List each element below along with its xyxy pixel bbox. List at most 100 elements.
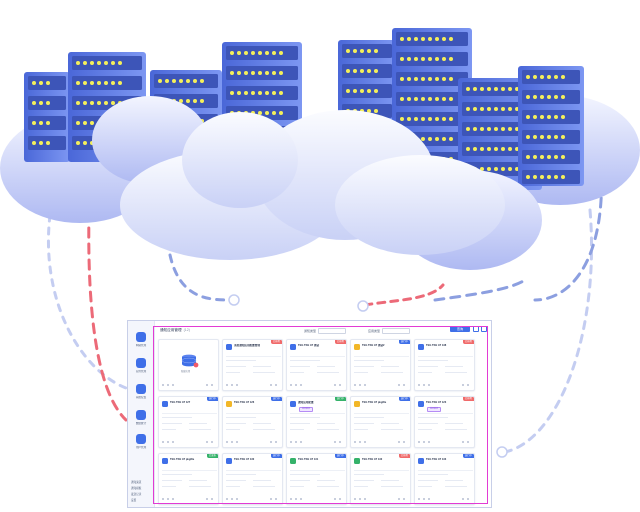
led-indicator xyxy=(533,75,537,79)
led-indicator xyxy=(83,101,87,105)
sidebar-item-label: 网站管理 xyxy=(135,344,147,347)
card-line xyxy=(226,423,246,424)
card-footer xyxy=(162,498,217,501)
led-indicator xyxy=(428,137,432,141)
card-line xyxy=(418,429,432,430)
led-indicator xyxy=(39,121,43,125)
card-line xyxy=(189,486,211,487)
card-line xyxy=(381,366,399,367)
card-footer xyxy=(418,441,473,444)
led-indicator xyxy=(118,81,122,85)
led-indicator xyxy=(258,71,262,75)
app-icon xyxy=(354,401,360,407)
settings-button[interactable] xyxy=(481,326,487,332)
sidebar-footer-item[interactable]: 设置 xyxy=(131,499,137,502)
led-indicator xyxy=(449,37,453,41)
search-button[interactable]: 查询 xyxy=(450,326,470,332)
led-indicator xyxy=(237,51,241,55)
app-icon xyxy=(418,458,424,464)
led-indicator xyxy=(435,57,439,61)
status-badge: 已停用 xyxy=(462,397,474,401)
sidebar-item-1[interactable]: 网站管理 xyxy=(131,331,151,353)
led-indicator xyxy=(200,99,204,103)
led-indicator xyxy=(39,141,43,145)
node-right xyxy=(496,446,508,458)
card-line xyxy=(162,474,192,475)
card-footer xyxy=(418,384,473,387)
sidebar-footer-item[interactable]: 通知渠道 xyxy=(131,481,142,484)
led-indicator xyxy=(414,37,418,41)
led-indicator xyxy=(428,37,432,41)
card-footer xyxy=(290,498,345,501)
led-indicator xyxy=(547,175,551,179)
app-icon xyxy=(226,458,232,464)
card-divider xyxy=(354,356,409,357)
led-indicator xyxy=(407,97,411,101)
card-divider xyxy=(290,356,345,357)
led-indicator xyxy=(414,77,418,81)
led-indicator xyxy=(111,101,115,105)
sidebar-item-5[interactable]: 用户管理 xyxy=(131,433,151,455)
led-indicator xyxy=(165,79,169,83)
status-badge: 已停用 xyxy=(270,340,282,344)
dashboard-toolbar: 通知应用管理(12) 通知类型 应用类型 查询 xyxy=(156,323,489,337)
card-line xyxy=(253,372,275,373)
sidebar-item-2[interactable]: 应用管理 xyxy=(131,357,151,379)
card-title: TEG TKE AT 测试2 xyxy=(362,344,385,347)
filter-app[interactable]: 应用类型 xyxy=(368,328,411,334)
led-indicator xyxy=(90,101,94,105)
led-indicator xyxy=(237,71,241,75)
sidebar-footer-item[interactable]: 发送记录 xyxy=(131,493,142,496)
led-indicator xyxy=(39,81,43,85)
led-indicator xyxy=(360,49,364,53)
led-indicator xyxy=(360,89,364,93)
app-icon xyxy=(290,344,296,350)
led-indicator xyxy=(367,109,371,113)
led-indicator xyxy=(353,89,357,93)
status-badge: 运行中 xyxy=(462,454,474,458)
card-line xyxy=(290,366,310,367)
led-indicator xyxy=(111,81,115,85)
led-indicator xyxy=(367,69,371,73)
led-indicator xyxy=(442,77,446,81)
filter-select[interactable] xyxy=(318,328,347,334)
led-indicator xyxy=(561,175,565,179)
app-card[interactable]: 新建应用 xyxy=(158,339,219,391)
filter-select[interactable] xyxy=(382,328,411,334)
led-indicator xyxy=(547,115,551,119)
card-title: 通知应用配置 xyxy=(298,401,314,404)
card-line xyxy=(162,417,192,418)
led-indicator xyxy=(554,155,558,159)
led-indicator xyxy=(83,61,87,65)
led-indicator xyxy=(487,107,491,111)
card-footer xyxy=(354,498,409,501)
sidebar-item-4[interactable]: 数据统计 xyxy=(131,409,151,431)
card-line xyxy=(445,486,467,487)
app-card[interactable]: 运行中通知应用配置消息推送 xyxy=(286,396,347,448)
sidebar-item-3[interactable]: 系统配置 xyxy=(131,383,151,405)
led-indicator xyxy=(97,61,101,65)
status-badge: 运行中 xyxy=(270,397,282,401)
app-card[interactable]: 已停用消息通知应用配置管理 xyxy=(222,339,283,391)
led-indicator xyxy=(473,147,477,151)
led-indicator xyxy=(449,137,453,141)
card-divider xyxy=(226,413,281,414)
sidebar-footer-item[interactable]: 通知模板 xyxy=(131,487,142,490)
led-indicator xyxy=(244,51,248,55)
led-indicator xyxy=(400,97,404,101)
filter-type[interactable]: 通知类型 xyxy=(304,328,347,334)
add-button[interactable] xyxy=(473,326,479,332)
